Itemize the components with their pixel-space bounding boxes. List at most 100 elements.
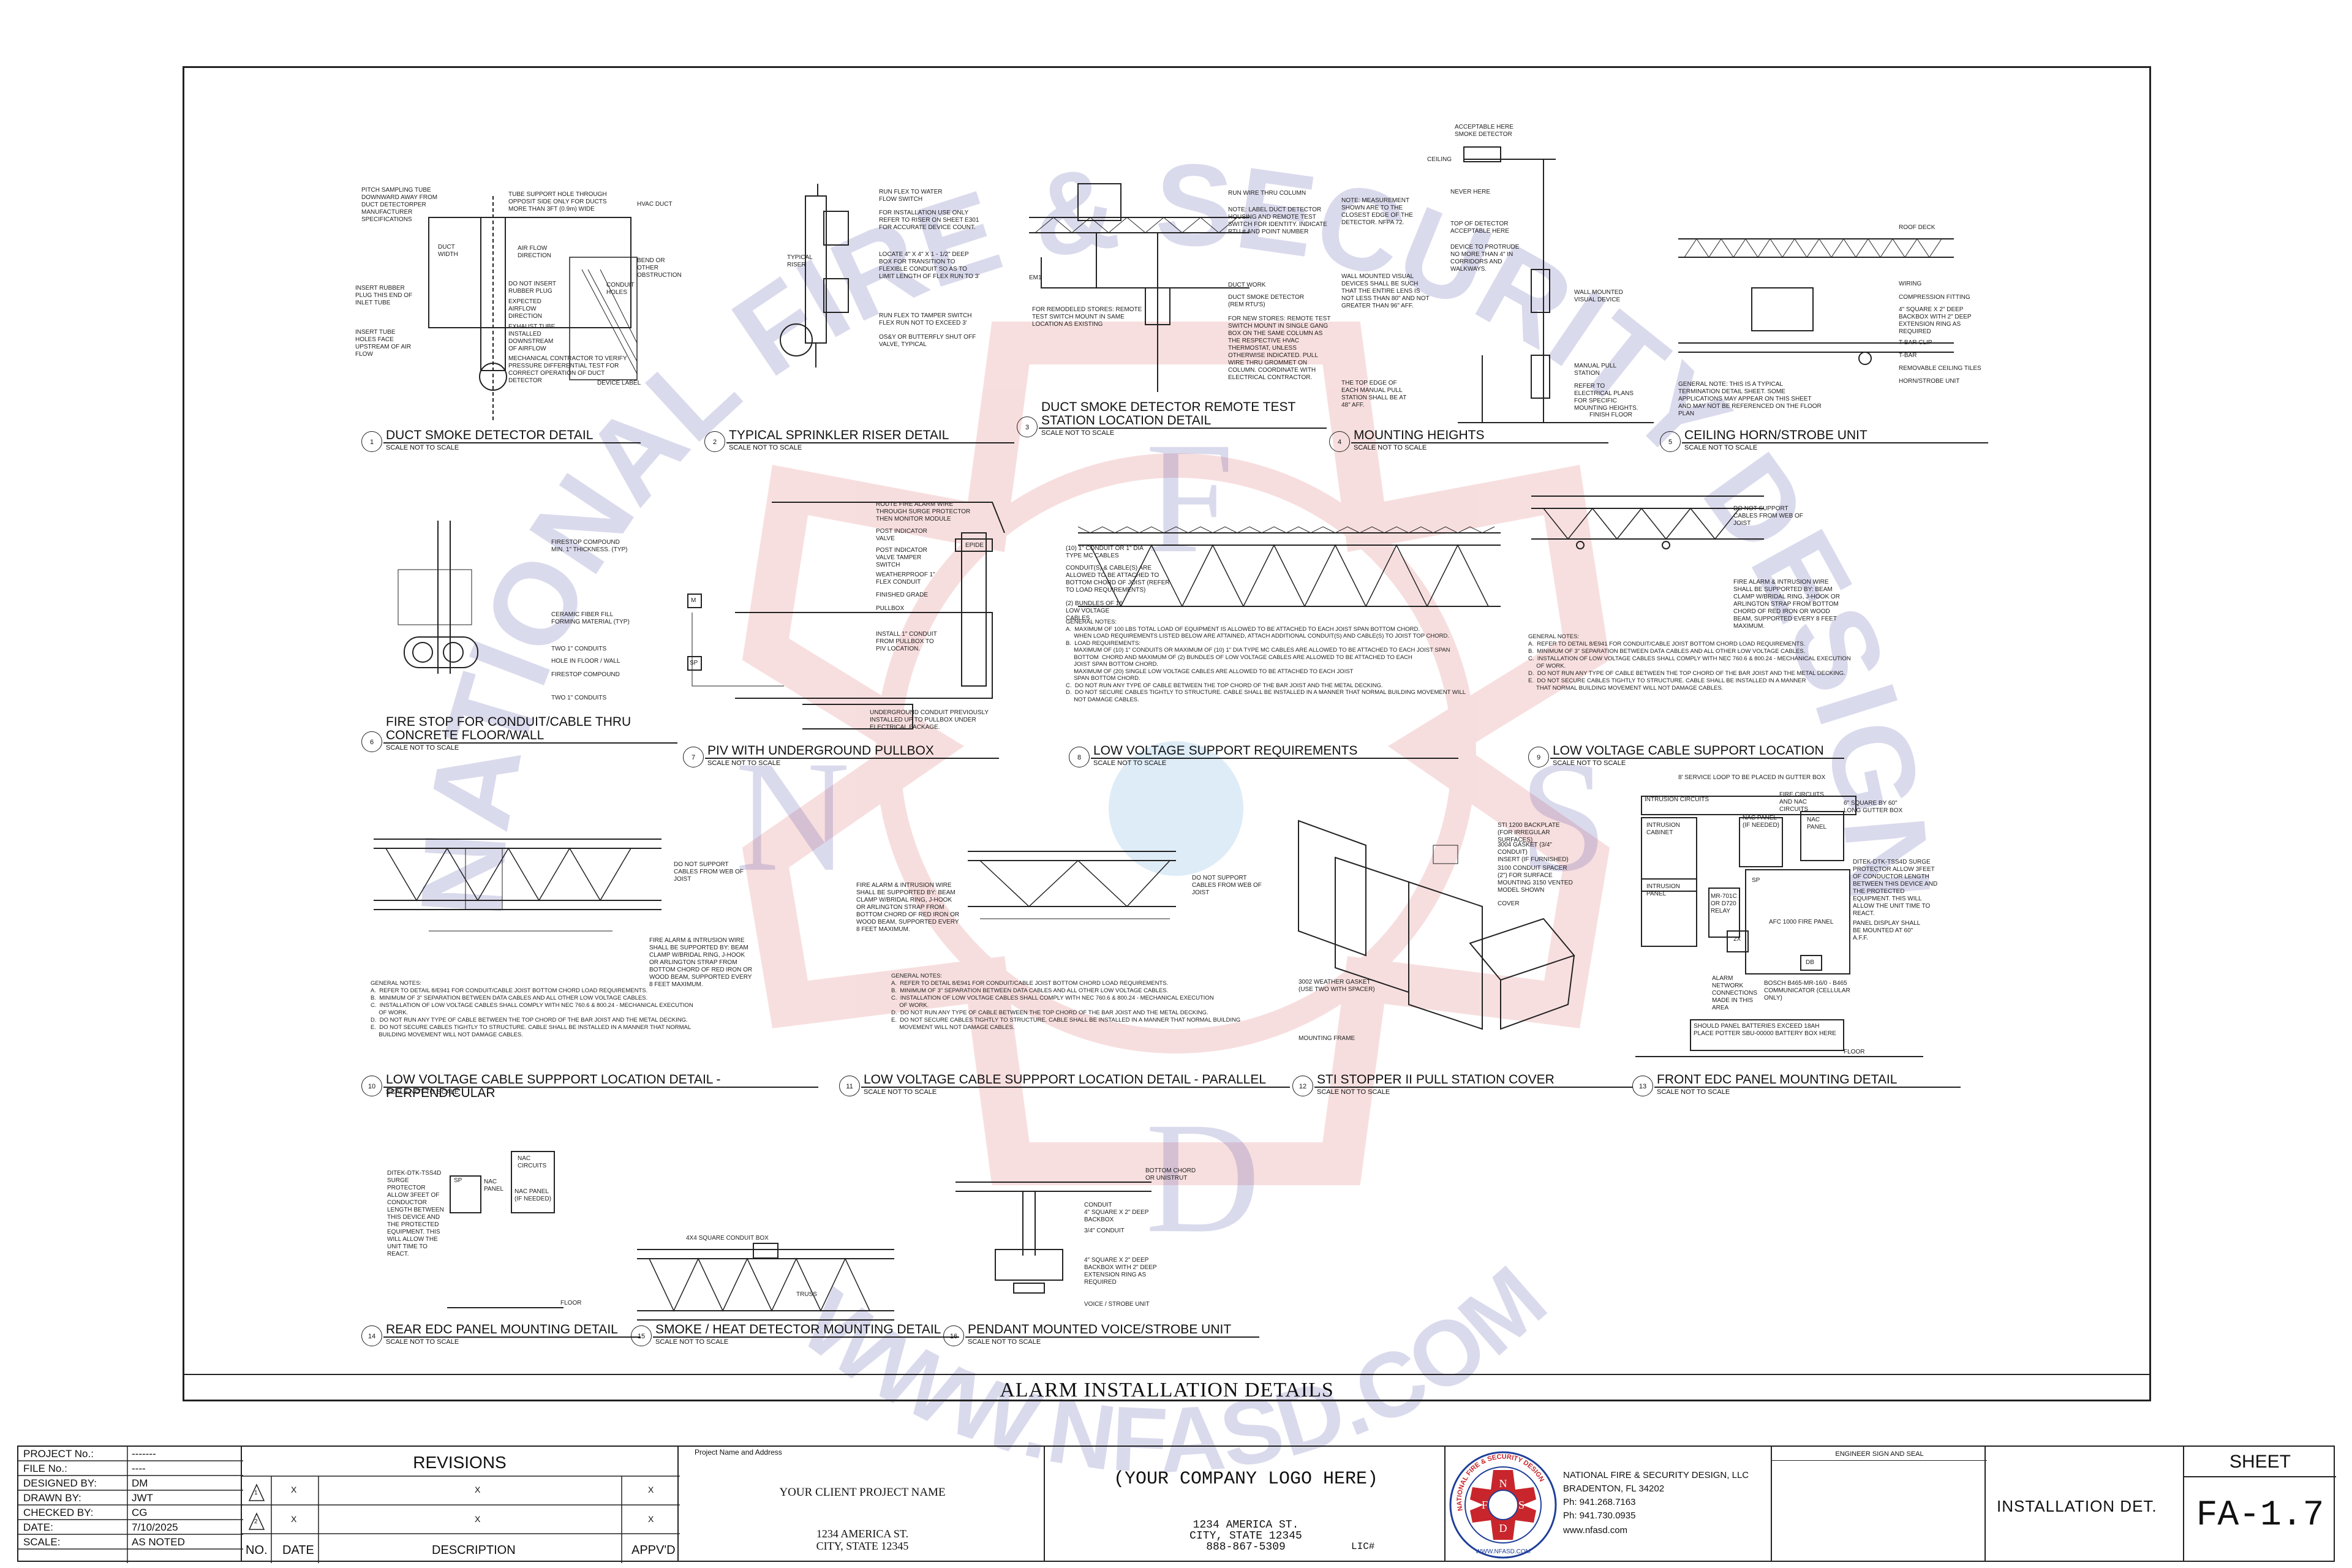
callout-d13: SHOULD PANEL BATTERIES EXCEED 18AH PLACE…	[1694, 1023, 1836, 1037]
firm-name: NATIONAL FIRE & SECURITY DESIGN, LLC	[1563, 1470, 1749, 1480]
callout-d5: GENERAL NOTE: THIS IS A TYPICAL TERMINAT…	[1678, 381, 1822, 417]
callout-d13: DITEK-DTK-TSS4D SURGE PROTECTOR ALLOW 3F…	[1853, 859, 1938, 917]
title-block-seal: ENGINEER SIGN AND SEAL	[1771, 1446, 1987, 1562]
col-appvd-header: APPV'D	[631, 1544, 676, 1557]
detail-title: REAR EDC PANEL MOUNTING DETAIL	[386, 1322, 618, 1336]
callout-d1: BEND OR OTHER OBSTRUCTION	[637, 257, 682, 279]
detail-title-underline	[383, 1336, 641, 1338]
callout-d4: NEVER HERE	[1450, 189, 1491, 195]
callout-d4: WALL MOUNTED VISUAL DEVICE	[1574, 289, 1623, 303]
callout-d12: 3002 WEATHER GASKET (USE TWO WITH SPACER…	[1298, 979, 1375, 993]
title-block-revisions: REVISIONS 1 2 X X X X X X NO. DATE DESCR…	[241, 1446, 680, 1563]
detail-scale-note: SCALE NOT TO SCALE	[707, 760, 781, 767]
callout-d7: INSTALL 1" CONDUIT FROM PULLBOX TO PIV L…	[876, 631, 937, 652]
detail-title: CEILING HORN/STROBE UNIT	[1684, 428, 1868, 442]
company-lic: LIC#	[1351, 1541, 1375, 1552]
rev-2-appvd: X	[648, 1514, 654, 1524]
callout-d2: LOCATE 4" X 4" X 1 - 1/2" DEEP BOX FOR T…	[879, 251, 980, 280]
rev-2-date: X	[291, 1514, 297, 1524]
detail-number-bubble: 9	[1528, 747, 1549, 767]
callout-d8: (2) BUNDLES OF 16 LOW VOLTAGE CABLES	[1066, 600, 1123, 622]
logo-letter-s: S	[1518, 1499, 1525, 1511]
callout-d12: 3004 GASKET (3/4" CONDUIT)	[1498, 842, 1552, 856]
detail-title: FRONT EDC PANEL MOUNTING DETAIL	[1657, 1072, 1898, 1087]
callout-d4: FINISH FLOOR	[1589, 412, 1633, 418]
callout-d5: REMOVABLE CEILING TILES	[1899, 365, 1981, 372]
date-value: 7/10/2025	[132, 1521, 178, 1533]
company-address-line1: 1234 AMERICA ST.	[1193, 1519, 1299, 1531]
detail-title: LOW VOLTAGE CABLE SUPPPORT LOCATION DETA…	[864, 1072, 1267, 1087]
callout-d7: PULLBOX	[876, 605, 905, 612]
parallel-support-drawing	[968, 851, 1176, 919]
detail-title: PENDANT MOUNTED VOICE/STROBE UNIT	[968, 1322, 1232, 1336]
project-name-label: Project Name and Address	[695, 1448, 782, 1457]
firm-phone-2: Ph: 941.730.0935	[1563, 1510, 1636, 1521]
client-project-name: YOUR CLIENT PROJECT NAME	[779, 1486, 946, 1499]
callout-d14: SP	[454, 1177, 462, 1184]
client-address-line2: CITY, STATE 12345	[816, 1540, 909, 1552]
duct-smoke-detector-drawing	[428, 196, 638, 423]
client-address-line1: 1234 AMERICA ST.	[816, 1528, 909, 1540]
callout-d2: TYPICAL RISER	[787, 254, 813, 268]
detail-title-underline	[1682, 442, 1988, 443]
detail-title: PIV WITH UNDERGROUND PULLBOX	[707, 744, 934, 758]
callout-d14: NAC PANEL (IF NEEDED)	[514, 1188, 551, 1202]
callout-d1: DUCT WIDTH	[438, 244, 458, 258]
callout-d11-general-notes: GENERAL NOTES: A. REFER TO DETAIL 8/E941…	[891, 973, 1241, 1031]
logo-web: WWW.NFASD.COM	[1476, 1548, 1531, 1555]
callout-d6: HOLE IN FLOOR / WALL	[551, 658, 620, 665]
sheet-name: INSTALLATION DET.	[1997, 1497, 2157, 1515]
callout-d12: 3100 CONDUIT SPACER (2") FOR SURFACE MOU…	[1498, 865, 1573, 894]
detail-title-underline	[726, 442, 1014, 443]
callout-d13: SP	[1752, 877, 1760, 884]
callout-d14: NAC PANEL	[484, 1178, 504, 1193]
sprinkler-riser-drawing	[780, 184, 849, 368]
callout-d7: EPIDE	[965, 542, 984, 549]
callout-d4: ACCEPTABLE HERE SMOKE DETECTOR	[1455, 124, 1513, 138]
detail-title-underline	[1039, 428, 1327, 429]
date-label: DATE:	[23, 1521, 53, 1533]
firm-city: BRADENTON, FL 34202	[1563, 1483, 1665, 1494]
designed-by-value: DM	[132, 1477, 148, 1489]
callout-d11: DO NOT SUPPORT CABLES FROM WEB OF JOIST	[1192, 875, 1262, 896]
callout-d3: DUCT SMOKE DETECTOR (REM RTU'S)	[1228, 294, 1305, 308]
detail-number-bubble: 6	[361, 731, 382, 752]
detail-number-bubble: 7	[683, 747, 704, 767]
remote-test-station-drawing	[1029, 183, 1250, 392]
detail-title-underline	[383, 1087, 818, 1088]
detail-title-underline	[383, 742, 677, 744]
callout-d16: 4" SQUARE X 2" DEEP BACKBOX	[1084, 1209, 1149, 1223]
detail-title-underline	[653, 1336, 959, 1338]
mounting-heights-drawing	[1458, 146, 1654, 423]
detail-scale-note: SCALE NOT TO SCALE	[1684, 444, 1758, 451]
callout-d4: REFER TO ELECTRICAL PLANS FOR SPECIFIC M…	[1574, 383, 1638, 412]
company-phone: 888-867-5309	[1206, 1541, 1286, 1553]
checked-by-label: CHECKED BY:	[23, 1507, 94, 1518]
detail-title-underline	[965, 1336, 1259, 1338]
callout-d5: COMPRESSION FITTING	[1899, 294, 1970, 301]
callout-d13: 8' SERVICE LOOP TO BE PLACED IN GUTTER B…	[1678, 774, 1826, 781]
callout-d8: (10) 1" CONDUIT OR 1" DIA TYPE MC CABLES	[1066, 545, 1144, 559]
callout-d13: NAC PANEL	[1807, 816, 1827, 831]
callout-d9: FIRE ALARM & INTRUSION WIRE SHALL BE SUP…	[1733, 579, 1840, 630]
detail-number-bubble: 5	[1660, 431, 1681, 452]
callout-d6: FIRESTOP COMPOUND	[551, 671, 620, 678]
nfasd-logo: NATIONAL FIRE & SECURITY DESIGN N F S D …	[1449, 1451, 1557, 1559]
project-no-value: -------	[132, 1448, 156, 1460]
callout-d10-general-notes: GENERAL NOTES: A. REFER TO DETAIL 8/E941…	[371, 980, 693, 1038]
detail-number-bubble: 10	[361, 1076, 382, 1096]
edc-panel-front-drawing	[1635, 796, 1923, 1057]
callout-d13: FIRE CIRCUITS AND NAC CIRCUITS	[1779, 791, 1824, 813]
detail-title: LOW VOLTAGE SUPPORT REQUIREMENTS	[1093, 744, 1358, 758]
callout-d3: FOR NEW STORES: REMOTE TEST SWITCH MOUNT…	[1228, 315, 1331, 381]
perpendicular-support-drawing	[374, 839, 662, 932]
callout-d7: FINISHED GRADE	[876, 592, 929, 598]
callout-d13: FLOOR	[1844, 1049, 1865, 1055]
callout-d2: RUN FLEX TO TAMPER SWITCH FLEX RUN NOT T…	[879, 312, 972, 326]
company-address-line2: CITY, STATE 12345	[1189, 1530, 1302, 1542]
callout-d1: TUBE SUPPORT HOLE THROUGH OPPOSIT SIDE O…	[508, 191, 607, 213]
callout-d6: CERAMIC FIBER FILL FORMING MATERIAL (TYP…	[551, 611, 630, 625]
callout-d9-general-notes: GENERAL NOTES: A. REFER TO DETAIL 8/E941…	[1528, 633, 1851, 692]
callout-d2: FOR INSTALLATION USE ONLY REFER TO RISER…	[879, 209, 979, 231]
